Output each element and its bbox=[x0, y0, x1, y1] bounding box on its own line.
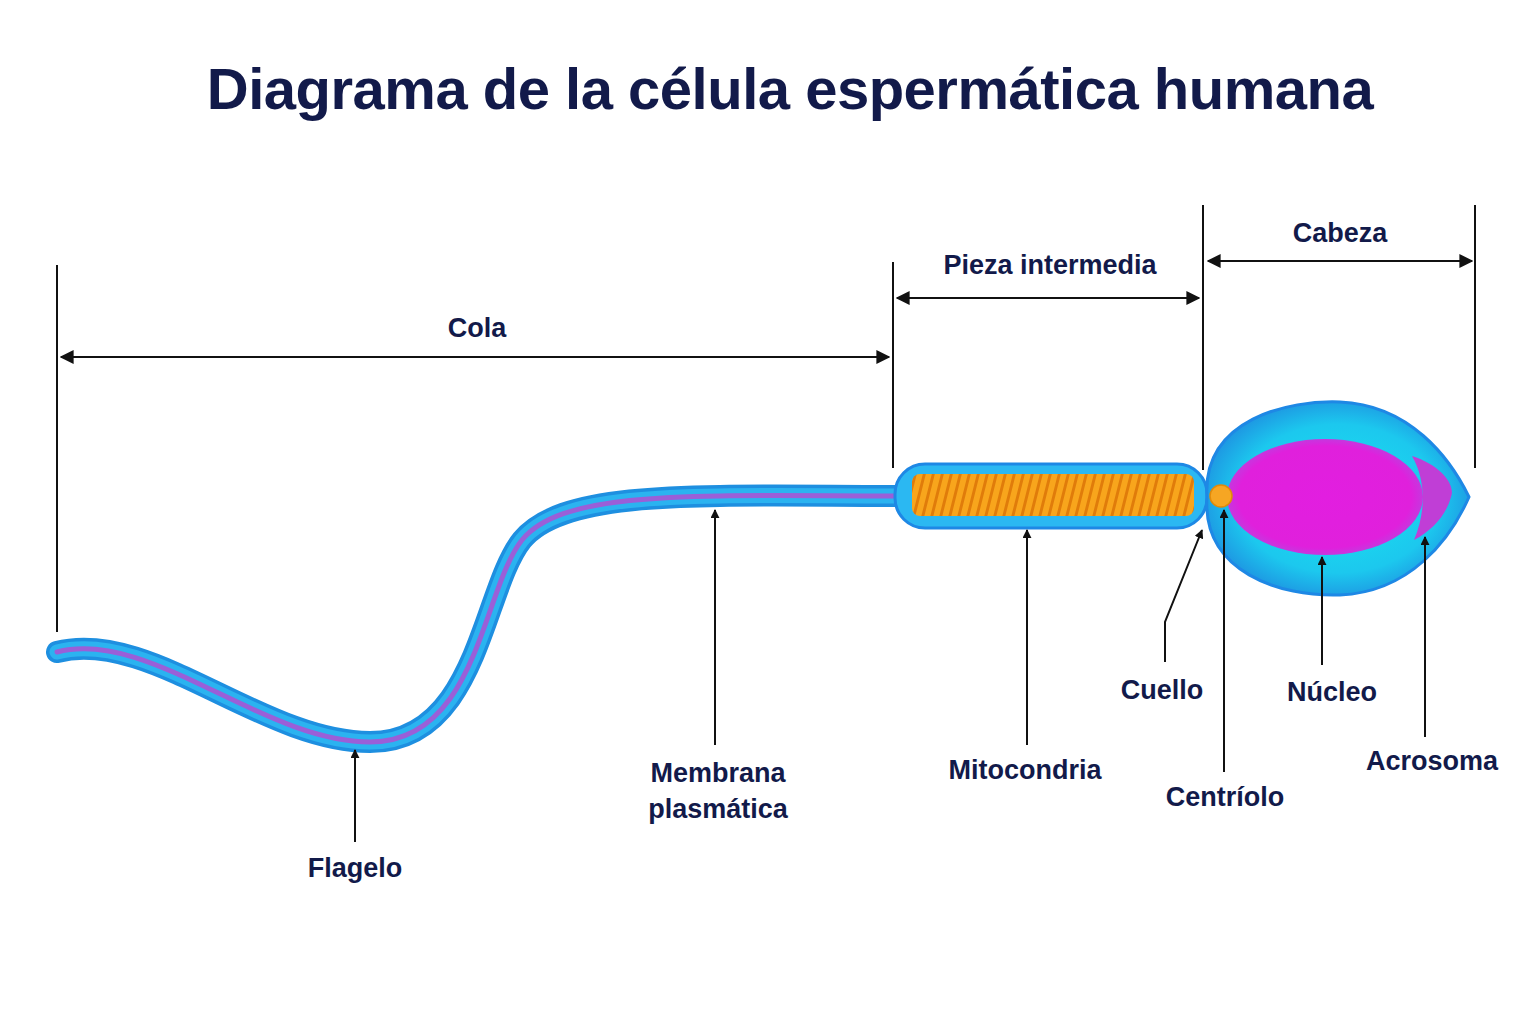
part-label: Flagelo bbox=[308, 850, 403, 886]
tail bbox=[57, 496, 905, 742]
part-label: Acrosoma bbox=[1366, 743, 1498, 779]
part-label: Pieza intermedia bbox=[943, 247, 1156, 283]
part-label: Mitocondria bbox=[949, 752, 1102, 788]
part-label: Membrana plasmática bbox=[628, 755, 808, 827]
diagram-title: Diagrama de la célula espermática humana bbox=[207, 55, 1373, 122]
part-label: Cola bbox=[448, 310, 507, 346]
part-label: Núcleo bbox=[1287, 674, 1377, 710]
midpiece bbox=[895, 464, 1207, 528]
part-label: Centríolo bbox=[1166, 779, 1285, 815]
part-label: Cuello bbox=[1121, 672, 1204, 708]
head bbox=[1207, 402, 1469, 595]
leader-lines bbox=[355, 510, 1425, 842]
part-label: Cabeza bbox=[1293, 215, 1388, 251]
dimension-lines bbox=[57, 205, 1475, 632]
